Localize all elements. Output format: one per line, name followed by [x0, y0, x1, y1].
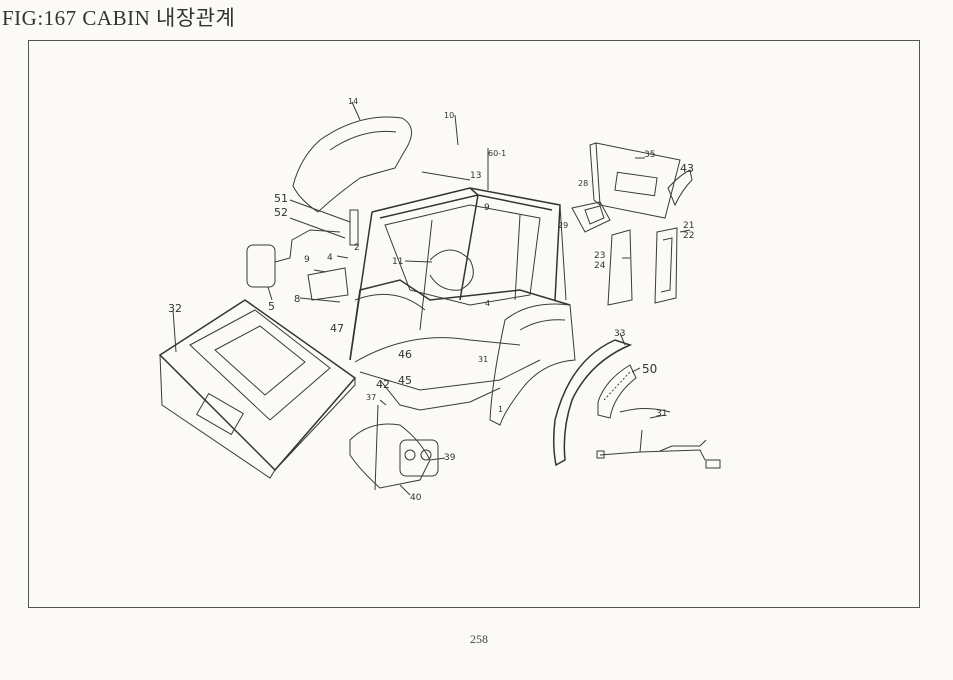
callout-small-31: 31: [478, 355, 488, 364]
callout-9a: 9: [484, 203, 490, 213]
callout-46: 46: [398, 348, 412, 361]
callout-29: 29: [558, 221, 568, 230]
lower-cover-part: [349, 404, 439, 491]
callout-31: 31: [656, 409, 667, 419]
fender-extension-part: [552, 339, 633, 467]
page-number: 258: [470, 632, 488, 646]
callout-4: 4: [327, 253, 333, 263]
callout-50: 50: [642, 362, 657, 376]
callout-8: 8: [294, 294, 300, 305]
cabin-frame-part: [349, 148, 571, 411]
callout-51: 51: [274, 192, 288, 205]
seat-bracket-part: [299, 209, 359, 303]
callout-60-1: 60-1: [488, 149, 506, 158]
callout-47: 47: [330, 322, 344, 335]
callout-28: 28: [578, 179, 588, 188]
pillar-trim-part: [607, 227, 678, 306]
callout-labels: 14 10 60-1 13 9 51 52 2 11 4 9 8 5 47 32…: [168, 97, 694, 503]
callout-37: 37: [366, 393, 376, 402]
callout-35: 35: [644, 150, 655, 160]
callout-2: 2: [354, 243, 360, 253]
callout-9b: 9: [304, 255, 310, 265]
leader-lines: [289, 114, 691, 496]
figure-title: FIG:167 CABIN 내장관계: [2, 6, 236, 30]
callout-11: 11: [392, 257, 403, 267]
callout-32: 32: [168, 302, 182, 315]
callout-52: 52: [274, 206, 288, 219]
callout-10: 10: [444, 111, 454, 120]
callout-43: 43: [680, 162, 694, 175]
callout-39: 39: [444, 453, 456, 463]
callout-40: 40: [410, 493, 422, 503]
callout-24: 24: [594, 261, 606, 271]
callout-13: 13: [470, 171, 481, 181]
callout-45: 45: [398, 374, 412, 387]
callout-5: 5: [268, 300, 275, 313]
mirror-part: [246, 229, 341, 301]
floor-panel-part: [158, 299, 357, 479]
callout-22: 22: [683, 231, 694, 241]
rear-fender-part: [489, 303, 576, 426]
corner-panel-part: [571, 201, 611, 233]
callout-small-1: 1: [498, 405, 503, 414]
callout-14: 14: [348, 97, 358, 106]
wiring-harness-part: [596, 408, 721, 469]
callout-23: 23: [594, 251, 605, 261]
callout-33: 33: [614, 329, 625, 339]
windshield-glass-part: [292, 101, 412, 213]
callout-42: 42: [376, 378, 390, 391]
callout-small-4: 4: [485, 299, 490, 308]
callout-21: 21: [683, 221, 694, 231]
headliner-panel-part: [589, 142, 681, 219]
diagram-frame: [28, 40, 920, 608]
fender-liner-part: [597, 364, 637, 419]
trim-strip-part-43: [667, 169, 693, 207]
